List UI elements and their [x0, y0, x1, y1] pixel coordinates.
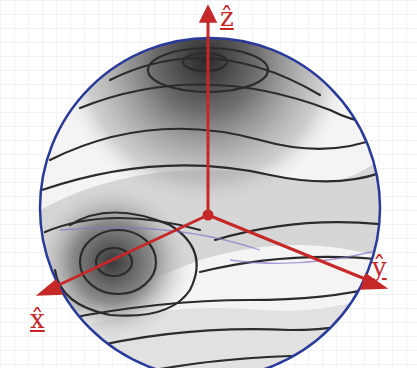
x-axis-label: x̂ — [30, 306, 45, 332]
axes — [38, 6, 386, 295]
z-axis-label: ẑ — [220, 4, 234, 30]
y-axis-label: ŷ — [372, 254, 387, 280]
